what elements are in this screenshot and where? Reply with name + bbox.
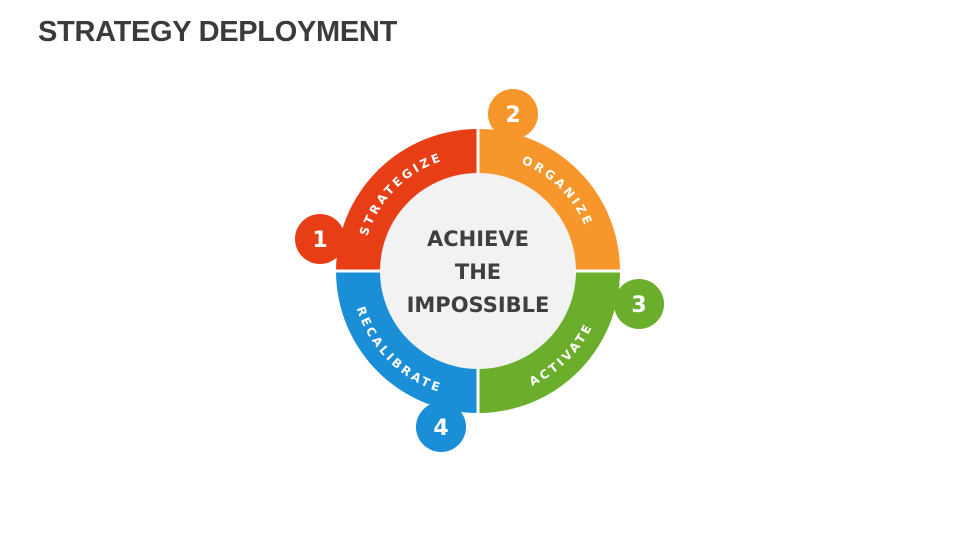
step-number-2: 2 (505, 103, 520, 128)
step-badge-3 (614, 279, 664, 329)
step-number-1: 1 (312, 228, 327, 253)
step-badge-2 (488, 89, 538, 139)
step-number-3: 3 (631, 293, 646, 318)
center-line-3: IMPOSSIBLE (407, 293, 550, 317)
step-badge-4 (416, 402, 466, 452)
slide-title: STRATEGY DEPLOYMENT (38, 16, 397, 48)
step-badge-1 (295, 214, 345, 264)
center-line-1: ACHIEVE (427, 227, 529, 251)
step-number-4: 4 (433, 416, 448, 441)
center-circle (380, 173, 576, 369)
center-line-2: THE (455, 260, 501, 284)
